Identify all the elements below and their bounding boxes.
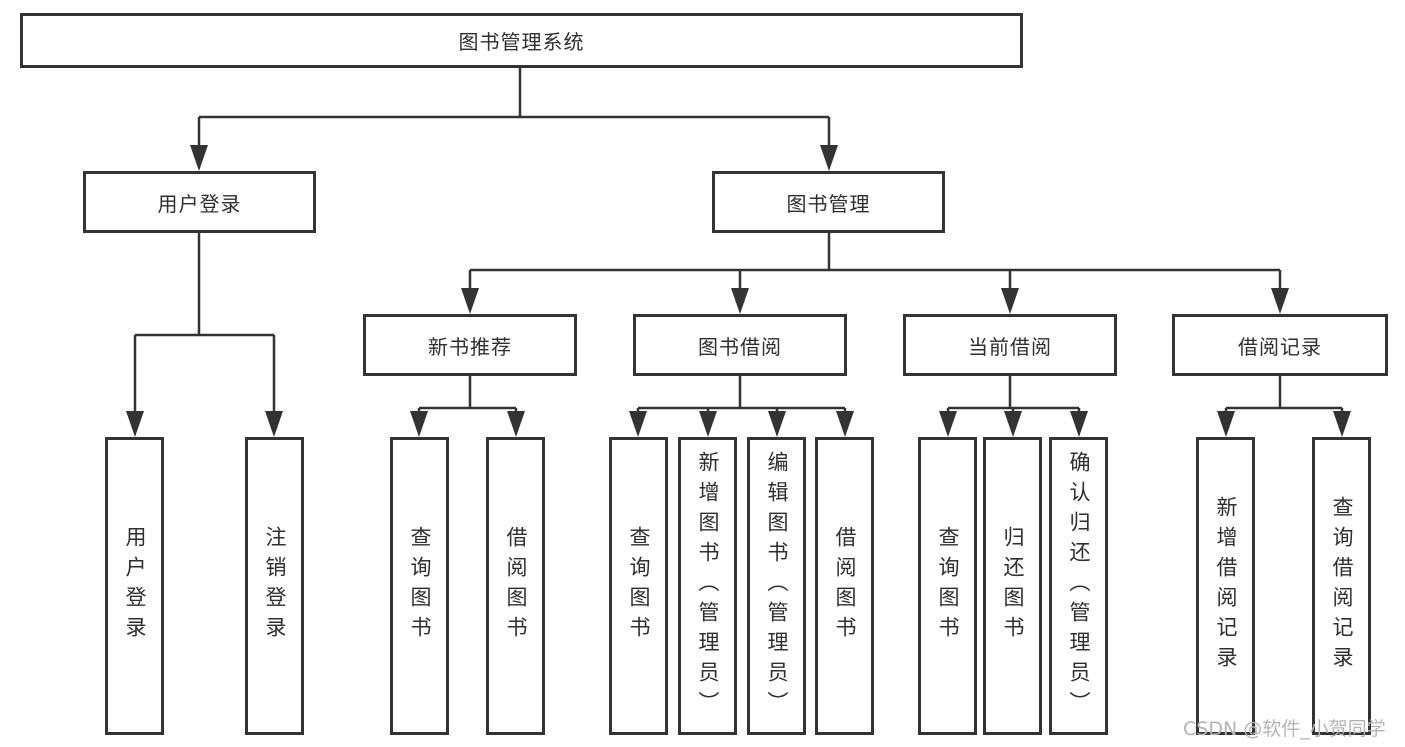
leaf-borrow-books-label: 借阅图书: [833, 526, 857, 646]
leaf-add-borrow-record-label: 新增借阅记录: [1214, 496, 1238, 676]
leaf-edit-books-admin-label: 编辑图书（管理员）: [765, 451, 789, 721]
leaf-logout-login: 注销登录: [245, 437, 304, 735]
leaf-user-login-label: 用户登录: [123, 526, 147, 646]
node-user-login-branch: 用户登录: [83, 171, 316, 233]
leaf-query-books-recommend: 查询图书: [390, 437, 449, 735]
leaf-add-borrow-record: 新增借阅记录: [1196, 437, 1255, 735]
leaf-query-borrow-record-label: 查询借阅记录: [1330, 496, 1354, 676]
leaf-query-books-borrow-label: 查询图书: [627, 526, 651, 646]
leaf-query-books-current-label: 查询图书: [936, 526, 960, 646]
leaf-confirm-return-admin: 确认归还（管理员）: [1049, 437, 1108, 735]
leaf-query-borrow-record: 查询借阅记录: [1312, 437, 1371, 735]
leaf-query-books-borrow: 查询图书: [609, 437, 668, 735]
leaf-logout-login-label: 注销登录: [263, 526, 287, 646]
leaf-borrow-books: 借阅图书: [815, 437, 874, 735]
leaf-return-books-label: 归还图书: [1001, 526, 1025, 646]
leaf-add-books-admin-label: 新增图书（管理员）: [696, 451, 720, 721]
node-current-borrow: 当前借阅: [903, 314, 1117, 376]
node-book-borrow: 图书借阅: [633, 314, 847, 376]
leaf-return-books: 归还图书: [983, 437, 1042, 735]
node-new-book-recommend: 新书推荐: [363, 314, 577, 376]
leaf-query-books-recommend-label: 查询图书: [408, 526, 432, 646]
node-library-management-system: 图书管理系统: [20, 13, 1023, 68]
leaf-query-books-current: 查询图书: [918, 437, 977, 735]
leaf-borrow-books-recommend: 借阅图书: [486, 437, 545, 735]
arrowheads: [126, 145, 1351, 437]
node-book-management: 图书管理: [712, 171, 945, 233]
csdn-watermark: CSDN @软件_小贺同学: [1183, 718, 1386, 740]
node-borrow-records: 借阅记录: [1172, 314, 1388, 376]
leaf-user-login: 用户登录: [105, 437, 164, 735]
leaf-borrow-books-recommend-label: 借阅图书: [504, 526, 528, 646]
leaf-add-books-admin: 新增图书（管理员）: [678, 437, 737, 735]
leaf-edit-books-admin: 编辑图书（管理员）: [747, 437, 806, 735]
leaf-confirm-return-admin-label: 确认归还（管理员）: [1067, 451, 1091, 721]
